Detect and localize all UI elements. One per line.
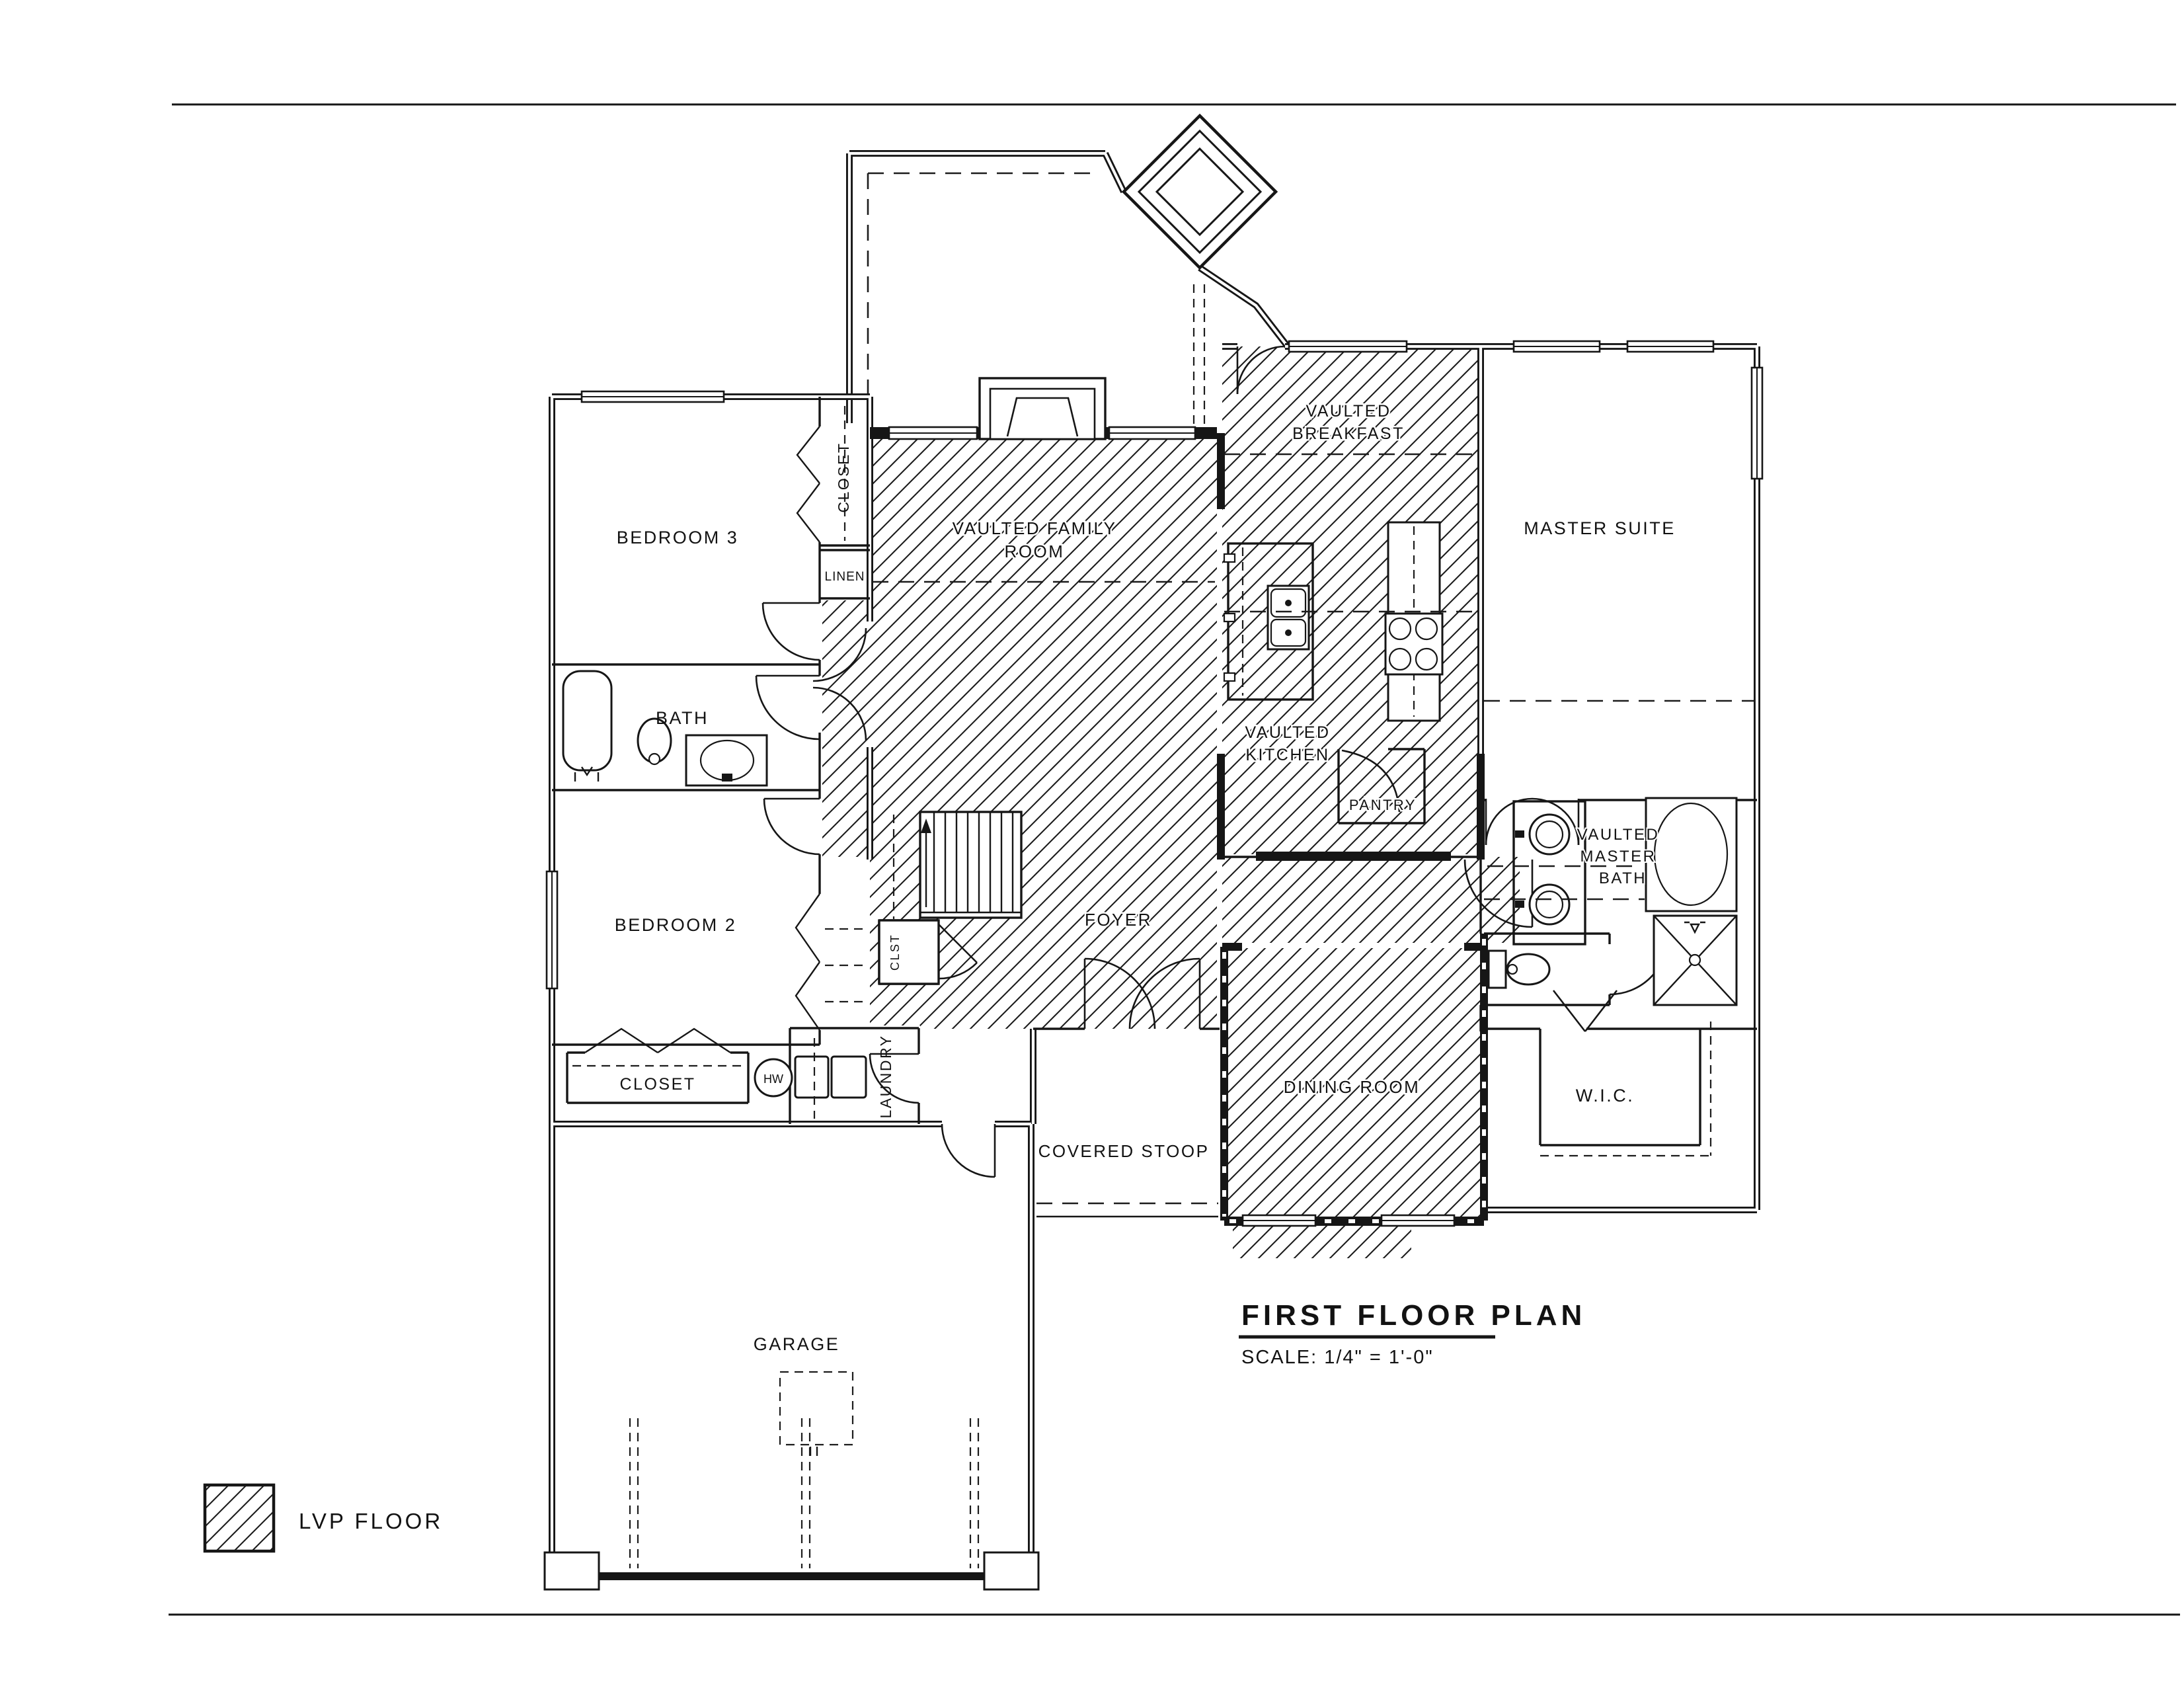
kitchen-island: [1223, 542, 1314, 701]
doors: [584, 345, 1669, 1178]
bath-door: [755, 674, 820, 741]
dining-label: DINING ROOM: [1284, 1077, 1421, 1097]
pantry-label: PANTRY: [1349, 797, 1417, 813]
shower-symbol: [1653, 914, 1738, 1006]
washer-dryer-symbols: [794, 1038, 867, 1119]
master-suite-windows: [1512, 340, 1764, 480]
garage-details: [543, 1371, 1040, 1591]
family-room-label-1: VAULTED FAMILY: [953, 518, 1117, 538]
garden-tub-symbol: [1645, 797, 1738, 912]
bathtub-symbol: [562, 670, 613, 782]
bedroom2-label: BEDROOM 2: [615, 915, 737, 935]
garage-label: GARAGE: [754, 1334, 840, 1354]
lvp-floor-label: LVP FLOOR: [299, 1509, 443, 1533]
bedroom3-window: [580, 390, 725, 403]
stair-direction-arrow: [921, 819, 931, 907]
laundry-door: [869, 1053, 919, 1104]
bath-label: BATH: [656, 708, 709, 728]
rear-patio: [846, 113, 1290, 428]
stair-closet-label: CLST: [888, 934, 902, 971]
windows: [545, 340, 1764, 1227]
bedroom2-door: [763, 797, 820, 856]
wc-toilet-symbol: [1487, 949, 1551, 989]
bedroom3-door: [761, 602, 820, 661]
laundry-label: LAUNDRY: [877, 1035, 894, 1119]
bifold-doors: [584, 426, 820, 1054]
kitchen-label-2: KITCHEN: [1245, 746, 1329, 764]
range-counter: [1384, 521, 1444, 722]
breakfast-patio-door: [1236, 345, 1286, 395]
page-border-rules: [169, 103, 2180, 1616]
water-heater-label: HW: [763, 1072, 783, 1086]
breakfast-label-1: VAULTED: [1306, 402, 1391, 421]
kitchen-label-1: VAULTED: [1245, 723, 1330, 742]
breakfast-window: [1288, 340, 1408, 353]
wic-label: W.I.C.: [1576, 1086, 1635, 1105]
water-heater-symbol: HW: [754, 1058, 793, 1098]
bay-window-icon: [1121, 113, 1278, 270]
dashed-reference-lines: [572, 406, 1754, 1218]
master-bath-label-3: BATH: [1599, 869, 1647, 887]
breakfast-label-2: BREAKFAST: [1292, 424, 1405, 443]
hall-closet-label: CLOSET: [619, 1075, 695, 1094]
staircase: [892, 811, 1023, 919]
front-double-doors: [1083, 957, 1201, 1029]
plan-scale-note: SCALE: 1/4" = 1'-0": [1241, 1347, 1434, 1368]
pantry-door: [1341, 749, 1401, 813]
lvp-hatch-swatch: [203, 1483, 276, 1553]
wic-door: [1552, 990, 1618, 1032]
foyer-label: FOYER: [1085, 910, 1152, 930]
room-labels: BEDROOM 3 CLOSET LINEN BATH BEDROOM 2 CL…: [615, 401, 1676, 1355]
master-bath-label-2: MASTER: [1580, 848, 1656, 865]
fireplace-symbol: [978, 377, 1107, 440]
bedroom3-closet-label: CLOSET: [835, 442, 852, 512]
family-room-label-2: ROOM: [1005, 542, 1065, 561]
master-bath-double-doors: [1485, 797, 1580, 846]
toilet-symbol: [637, 717, 672, 766]
bedroom3-label: BEDROOM 3: [617, 528, 739, 547]
family-room-windows: [888, 426, 1196, 440]
bath-vanity-sink: [685, 734, 768, 787]
covered-stoop-label: COVERED STOOP: [1038, 1141, 1210, 1161]
plan-title: FIRST FLOOR PLAN: [1241, 1299, 1586, 1332]
linen-label: LINEN: [825, 570, 865, 584]
master-bath-label-1: VAULTED: [1577, 826, 1660, 844]
master-suite-label: MASTER SUITE: [1524, 518, 1676, 538]
master-vanity-sinks: [1512, 800, 1586, 945]
garage-entry-door: [941, 1123, 996, 1178]
floor-legend: LVP FLOOR: [203, 1483, 443, 1553]
stair-closet-box: [878, 919, 978, 985]
dining-windows: [1241, 1214, 1456, 1227]
family-hall-double-doors: [812, 627, 867, 741]
title-block: FIRST FLOOR PLAN SCALE: 1/4" = 1'-0": [1239, 1299, 1586, 1368]
bedroom2-window: [545, 870, 559, 990]
garage-door-tracks: [629, 1418, 980, 1568]
